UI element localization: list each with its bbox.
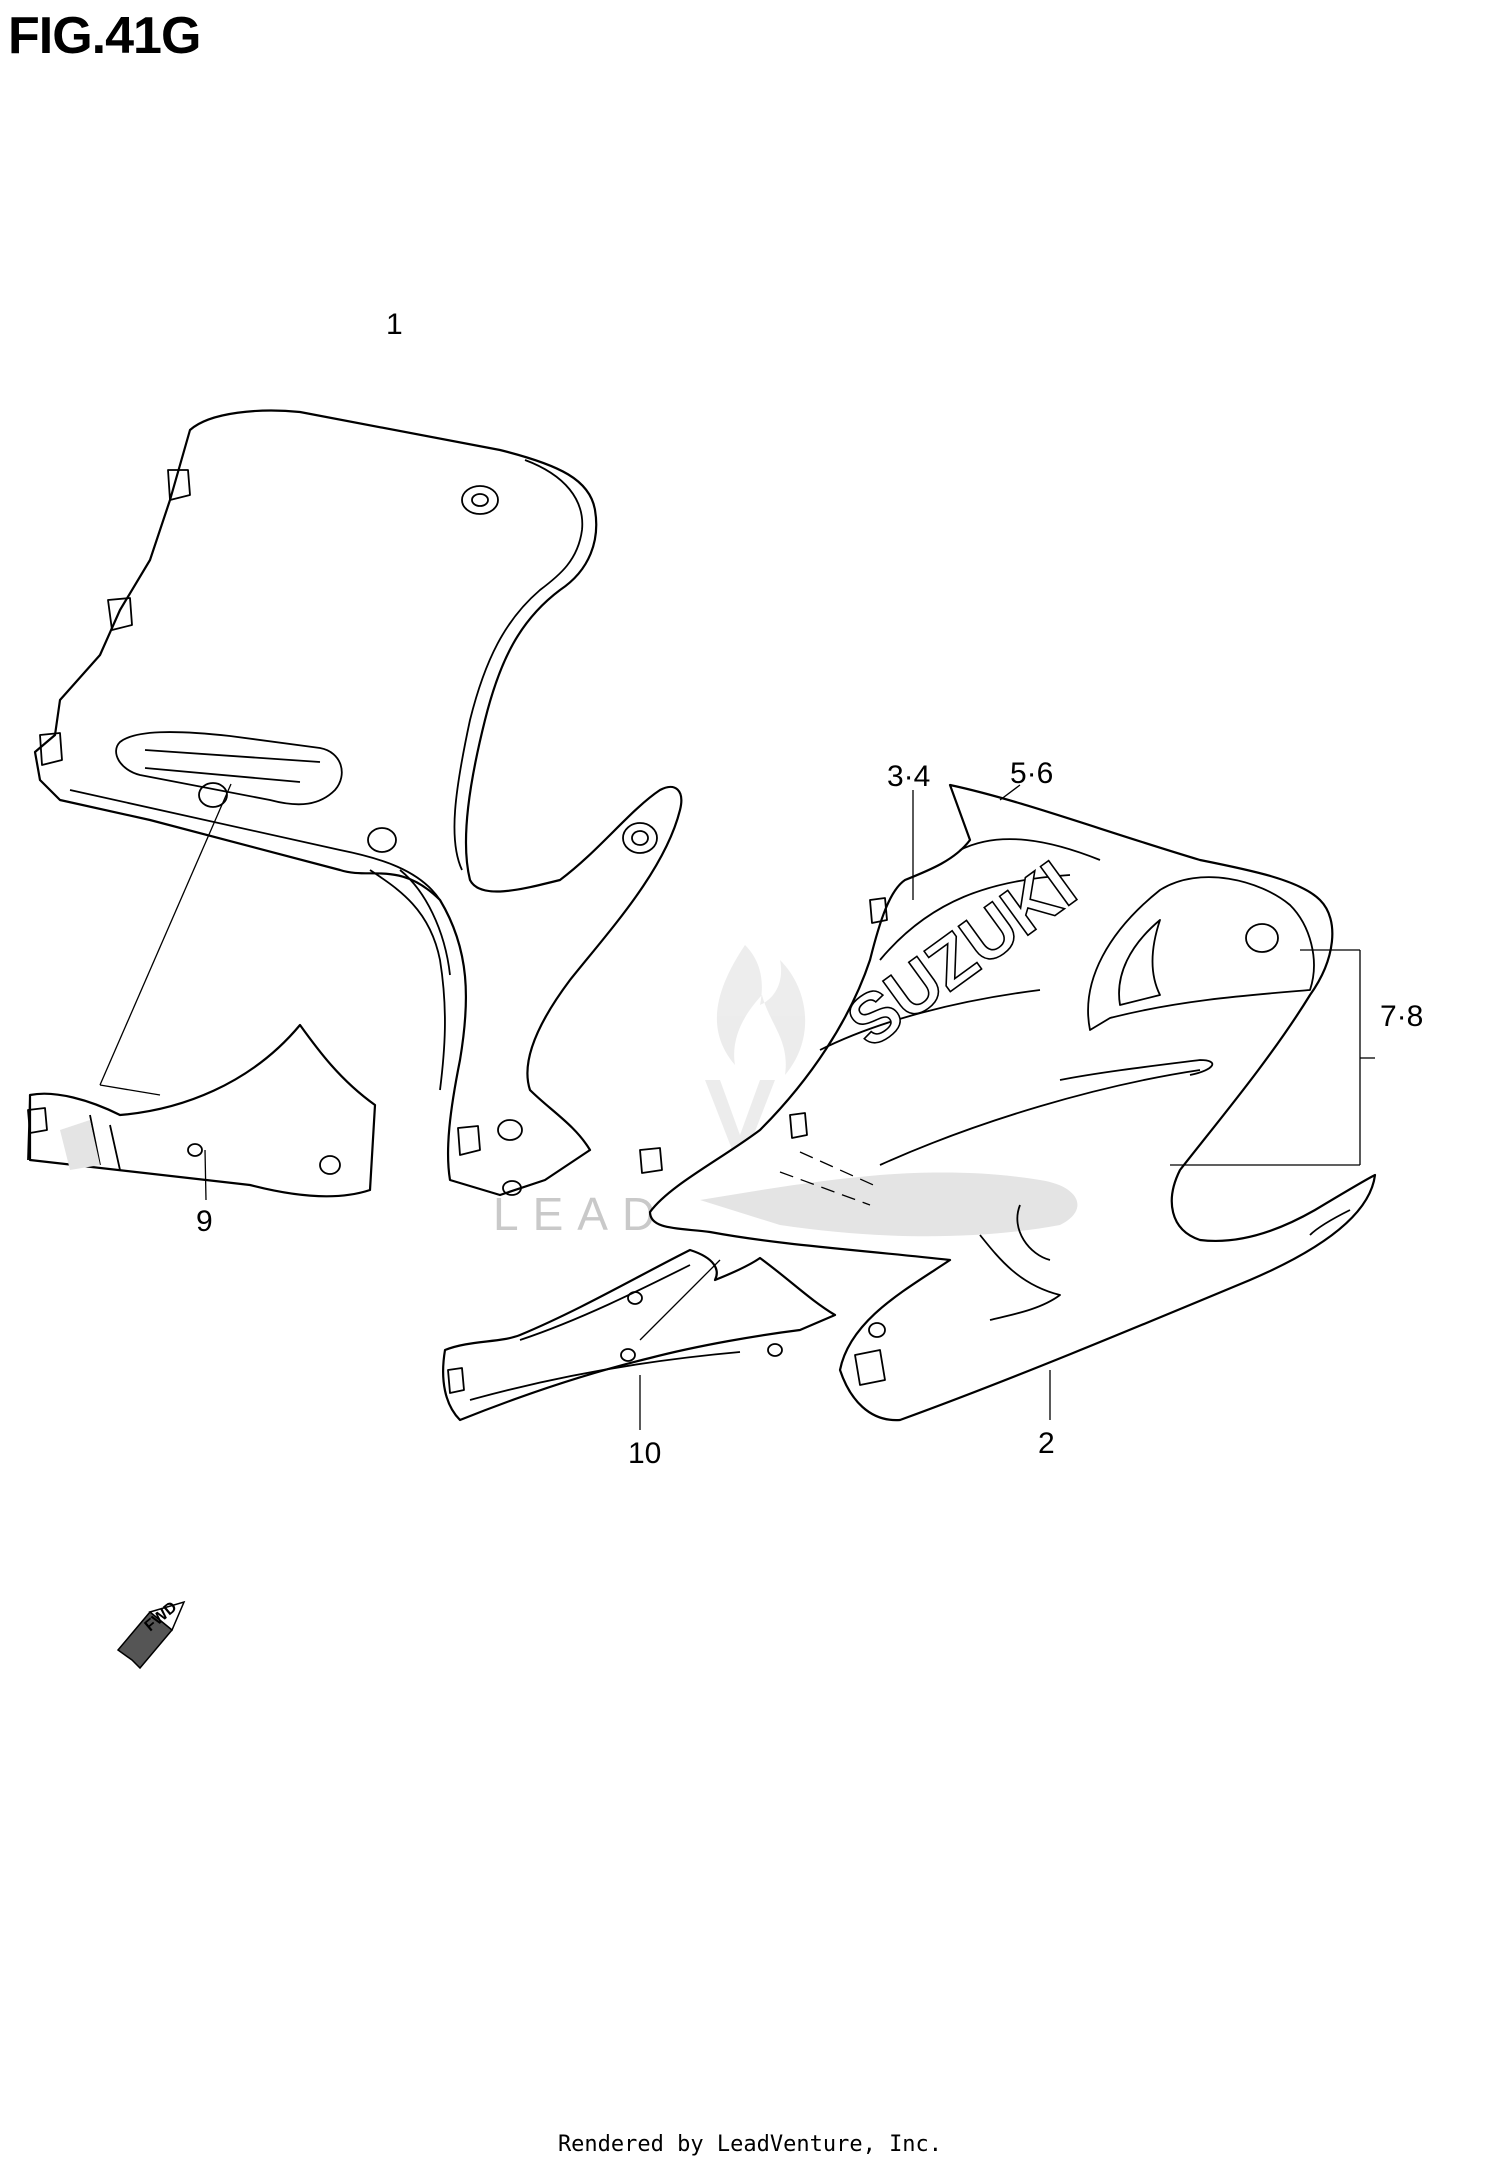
render-credit: Rendered by LeadVenture, Inc.	[557, 2132, 943, 2157]
callout-5-6: 5·6	[1010, 757, 1054, 790]
part-1-inner-cowling[interactable]	[33, 409, 683, 1197]
part-10-under-panel[interactable]	[442, 1248, 837, 1422]
callout-9: 9	[196, 1205, 213, 1238]
part-9-side-panel[interactable]	[27, 1023, 377, 1198]
figure-title: FIG.41G	[8, 7, 201, 65]
callout-3-4: 3·4	[887, 760, 931, 793]
part-2-lower-cowling[interactable]: SUZUKI	[639, 783, 1377, 1422]
callout-1: 1	[386, 308, 403, 341]
leader-lines	[99, 783, 1375, 1430]
forward-direction-arrow-icon	[116, 1600, 186, 1670]
watermark-logo	[705, 945, 806, 1170]
callout-2: 2	[1038, 1427, 1055, 1460]
callout-7-8: 7·8	[1380, 1000, 1424, 1033]
callout-10: 10	[628, 1437, 662, 1470]
